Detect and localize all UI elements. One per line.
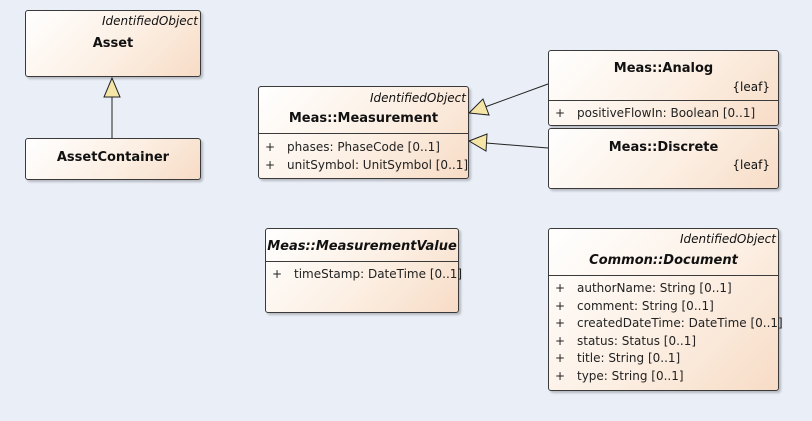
class-discrete-leaf-tag: {leaf} (732, 158, 770, 172)
attribute-visibility: + (272, 267, 283, 281)
attribute-text: createdDateTime: DateTime [0..1] (577, 316, 783, 330)
attribute-text: type: String [0..1] (577, 368, 684, 383)
attribute-row: + timeStamp: DateTime [0..1] (266, 266, 462, 284)
attribute-text: positiveFlowIn: Boolean [0..1] (577, 106, 756, 120)
attribute-text: phases: PhaseCode [0..1] (287, 140, 440, 154)
attribute-text: comment: String [0..1] (577, 298, 714, 313)
attribute-text: timeStamp: DateTime [0..1] (294, 267, 463, 281)
attribute-text: status: Status [0..1] (577, 333, 697, 348)
generalization-line-discrete-measurement (485, 142, 549, 149)
class-analog-divider (549, 100, 778, 101)
attribute-text: unitSymbol: UnitSymbol [0..1] (287, 157, 469, 172)
class-discrete-name: Meas::Discrete (608, 140, 719, 155)
attribute-visibility: + (265, 157, 276, 172)
class-measurement-value-attributes: + timeStamp: DateTime [0..1] (266, 266, 462, 284)
attribute-text: authorName: String [0..1] (577, 281, 732, 295)
class-document-stereotype: IdentifiedObject (679, 232, 776, 246)
attribute-row: + type: String [0..1] (549, 368, 778, 386)
class-analog-attributes: + positiveFlowIn: Boolean [0..1] (549, 105, 778, 123)
attribute-visibility: + (555, 298, 566, 313)
attribute-visibility: + (555, 333, 566, 348)
class-document-name: Common::Document (589, 253, 738, 268)
generalization-line-analog-measurement (484, 83, 549, 108)
attribute-row: + status: Status [0..1] (549, 333, 778, 351)
class-asset-stereotype: IdentifiedObject (101, 14, 198, 28)
class-measurement-value[interactable]: Meas::MeasurementValue + timeStamp: Date… (265, 228, 462, 313)
attribute-row: + authorName: String [0..1] (549, 280, 778, 298)
class-document-attributes: + authorName: String [0..1] + comment: S… (549, 280, 783, 386)
class-measurement-value-name: Meas::MeasurementValue (267, 239, 457, 254)
attribute-row: + positiveFlowIn: Boolean [0..1] (549, 105, 778, 123)
class-asset-container-name: AssetContainer (56, 150, 170, 165)
class-measurement[interactable]: IdentifiedObject Meas::Measurement + pha… (258, 86, 469, 179)
attribute-row: + unitSymbol: UnitSymbol [0..1] (259, 157, 468, 175)
attribute-visibility: + (555, 316, 566, 330)
class-analog-leaf-tag: {leaf} (732, 80, 770, 94)
class-document-divider (549, 275, 778, 276)
class-measurement-stereotype: IdentifiedObject (369, 91, 466, 105)
class-asset-name: Asset (92, 36, 134, 51)
attribute-visibility: + (555, 281, 566, 295)
generalization-arrowhead-asset (103, 76, 121, 98)
attribute-visibility: + (555, 106, 566, 120)
generalization-arrowhead-measurement-discrete (467, 133, 488, 152)
class-asset-container[interactable]: AssetContainer (25, 138, 201, 180)
attribute-visibility: + (265, 140, 276, 154)
class-discrete[interactable]: Meas::Discrete {leaf} (548, 128, 779, 189)
attribute-row: + createdDateTime: DateTime [0..1] (549, 315, 783, 333)
attribute-text: title: String [0..1] (577, 351, 681, 365)
class-analog-name: Meas::Analog (613, 61, 714, 76)
attribute-row: + phases: PhaseCode [0..1] (259, 139, 468, 157)
attribute-visibility: + (555, 351, 566, 365)
attribute-row: + comment: String [0..1] (549, 298, 778, 316)
attribute-row: + title: String [0..1] (549, 350, 778, 368)
class-measurement-name: Meas::Measurement (288, 111, 439, 126)
class-measurement-attributes: + phases: PhaseCode [0..1] + unitSymbol:… (259, 139, 468, 174)
class-document[interactable]: IdentifiedObject Common::Document + auth… (548, 228, 783, 391)
class-asset[interactable]: IdentifiedObject Asset (25, 10, 201, 77)
class-measurement-value-divider (266, 261, 458, 262)
class-analog[interactable]: Meas::Analog {leaf} + positiveFlowIn: Bo… (548, 50, 779, 126)
attribute-visibility: + (555, 368, 566, 383)
class-measurement-divider (259, 133, 468, 134)
generalization-arrowhead-measurement-analog (467, 98, 490, 116)
